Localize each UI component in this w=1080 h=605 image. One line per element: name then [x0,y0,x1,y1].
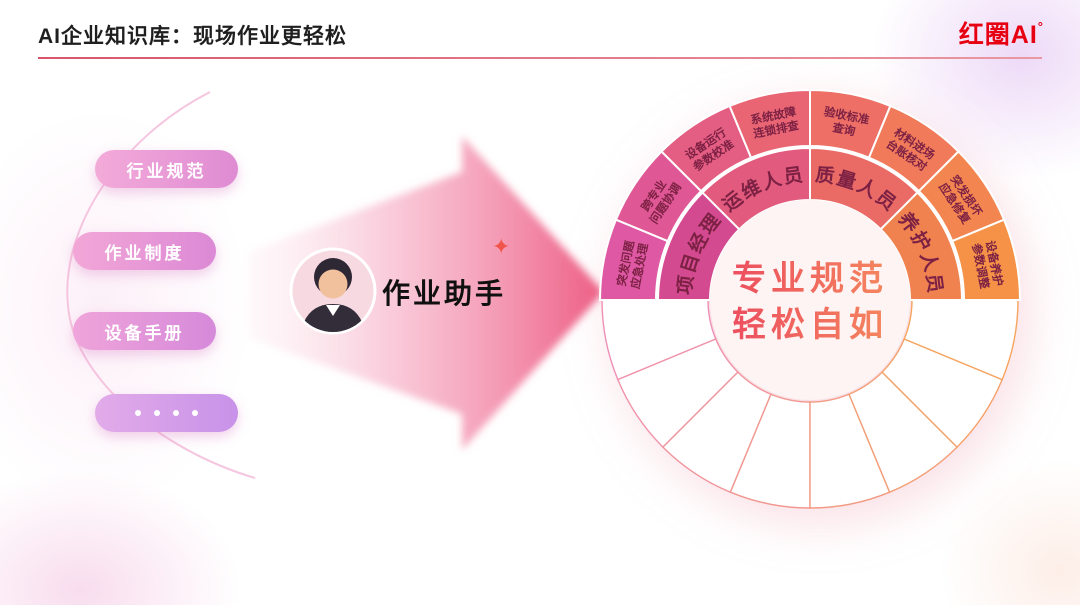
wheel-center [710,200,910,400]
knowledge-pill-equipment-manual[interactable]: 设备手册 [73,312,216,350]
brand-logo: 红圈AI° [959,15,1044,51]
assistant-label: 作业助手 [382,278,507,309]
dot-icon [192,410,198,416]
dot-icon [135,410,141,416]
pills-arc-line [66,91,256,479]
arrow-shape [248,136,604,450]
page-title: AI企业知识库：现场作业更轻松 [38,25,347,48]
brand-logo-mark: ° [1037,19,1044,34]
knowledge-pill-work-rules[interactable]: 作业制度 [73,232,216,270]
dot-icon [154,410,160,416]
pill-label: 作业制度 [104,243,185,263]
dot-icon [173,410,179,416]
knowledge-pill-more[interactable] [95,394,238,432]
pill-label: 行业规范 [126,161,207,181]
pill-label: 设备手册 [104,323,185,343]
arc-path [66,91,256,479]
wheel-center-line1: 专业规范 [732,260,888,298]
title-underline [38,57,1042,59]
sparkle-icon: ✦ [492,234,511,259]
brand-logo-text: 红圈AI [958,21,1038,49]
assistant-avatar [289,247,377,335]
flow-arrow [248,136,604,450]
avatar-body [304,304,362,332]
wheel-task-segment[interactable] [950,218,1022,301]
roles-wheel: 突发问题应急处理跨专业问题协调项目经理设备运行参数校准系统故障连锁排查运维人员验… [598,88,1022,509]
avatar-collar [326,305,340,316]
wheel-center-line2: 轻松自如 [732,306,888,344]
avatar-face [318,269,348,299]
knowledge-pill-industry-standards[interactable]: 行业规范 [95,150,238,188]
